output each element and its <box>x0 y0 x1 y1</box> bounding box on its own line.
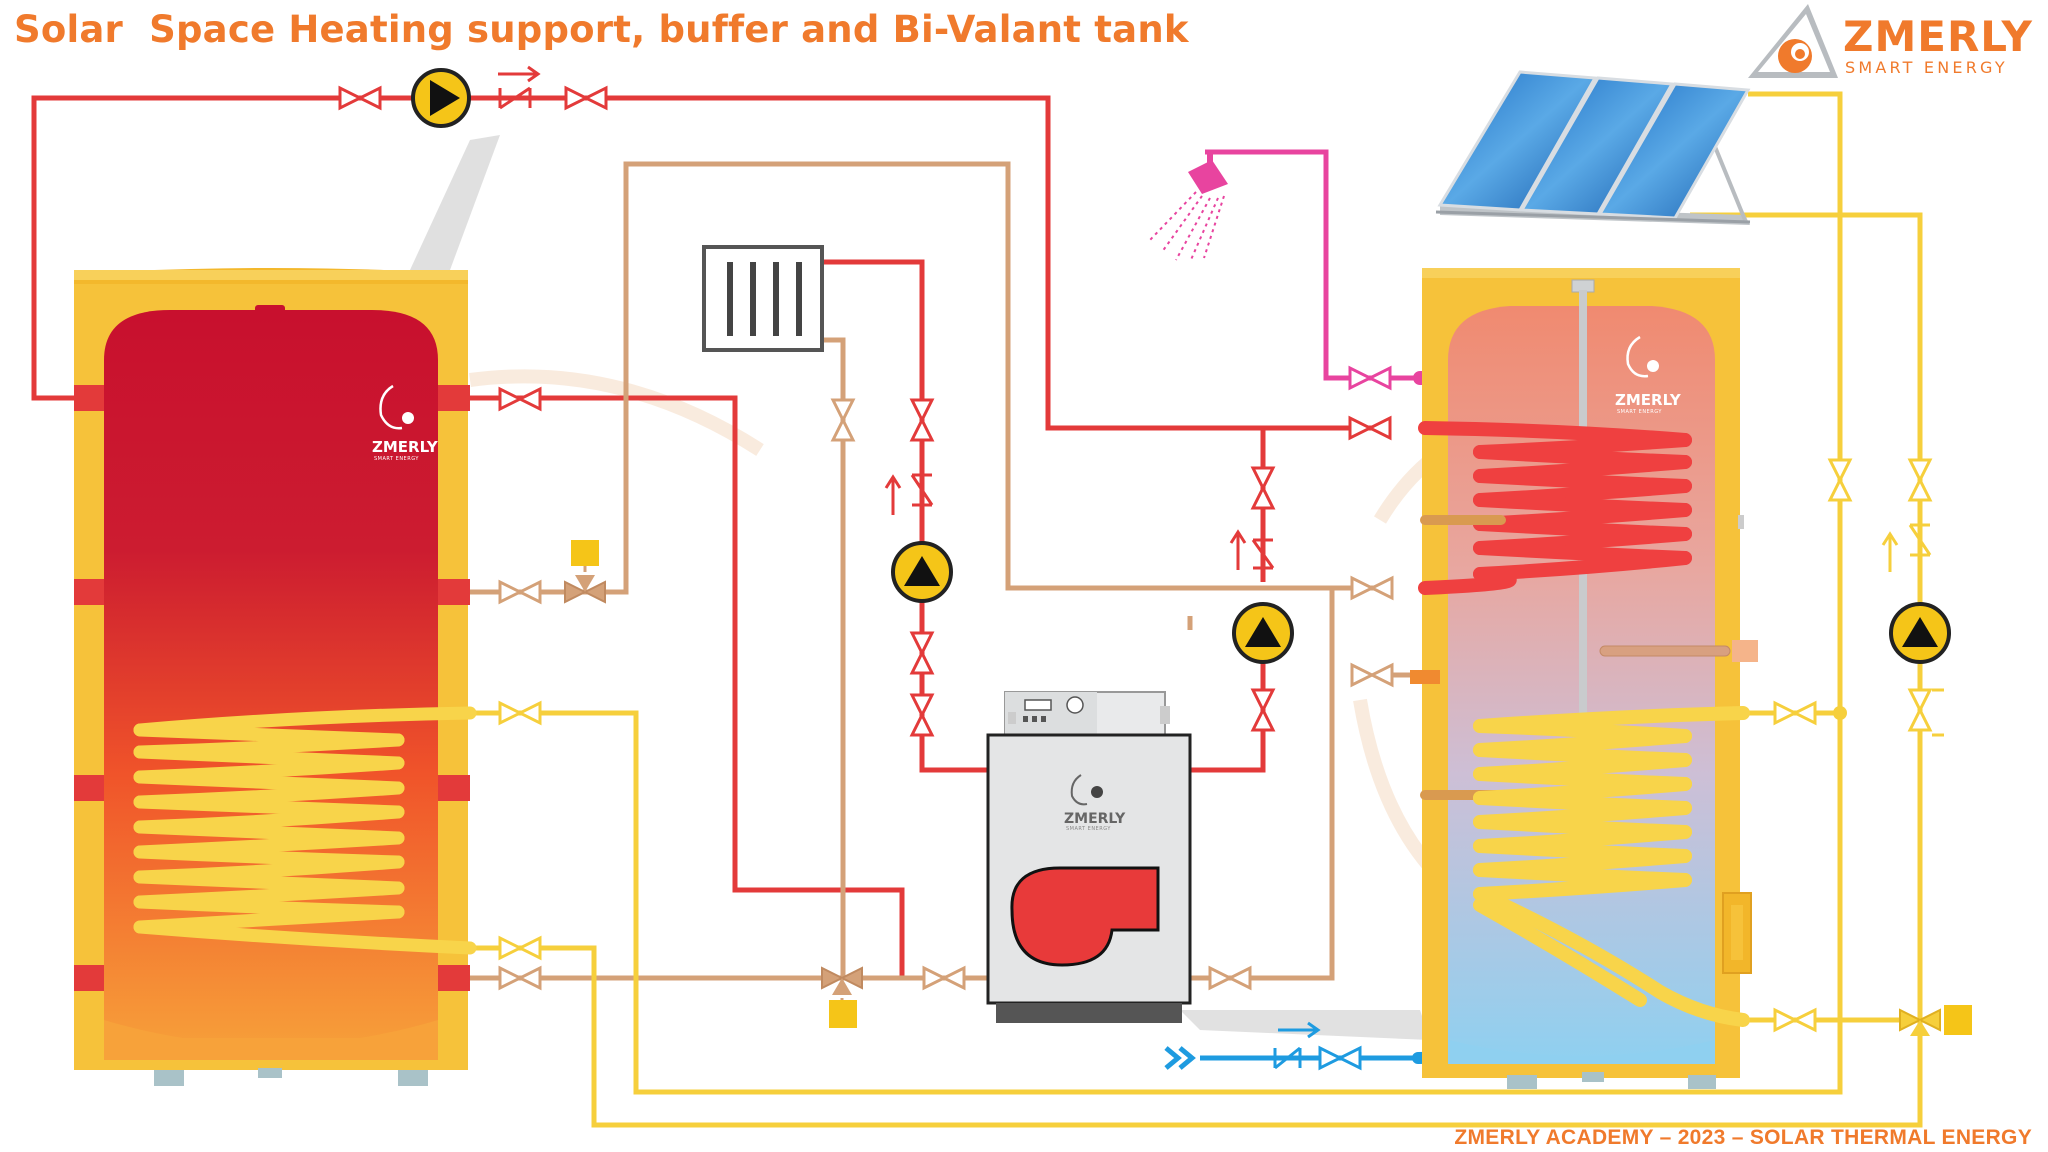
boiler-brand-name: ZMERLY <box>1064 811 1126 827</box>
bivalent-upper-coil <box>1418 421 1692 595</box>
solar-collector-array <box>1435 70 1751 225</box>
solar-check-valve <box>1908 523 1944 737</box>
shower-head <box>1149 150 1228 263</box>
boiler: ZMERLY SMART ENERGY <box>986 691 1192 1023</box>
buffer-tank-logo: ZMERLY SMART ENERGY <box>372 384 439 462</box>
radiator <box>702 245 824 352</box>
red-check-valves <box>498 86 1275 570</box>
cold-water-valves <box>1273 1045 1362 1071</box>
return-isolation-valves <box>498 398 1394 991</box>
red-isolation-valves <box>338 85 1392 737</box>
solar-junction <box>1833 706 1847 720</box>
logo-wordmark: ZMERLY <box>1843 12 2033 61</box>
shower-pipe <box>1205 149 1430 381</box>
shower-valves <box>1348 365 1392 391</box>
buffer-solar-coil <box>133 706 477 955</box>
solar-isolation-valves <box>498 458 1933 1033</box>
bivalent-tank-logo: ZMERLY SMART ENERGY <box>1615 335 1682 415</box>
logo-tagline: SMART ENERGY <box>1845 58 2008 77</box>
solar-diverter-valve <box>1899 1005 1972 1036</box>
footer-credit: ZMERLY ACADEMY – 2023 – SOLAR THERMAL EN… <box>1454 1126 2032 1149</box>
bivalent-brand-name: ZMERLY <box>1615 391 1682 409</box>
shadow <box>410 135 500 270</box>
bivalent-brand-tagline: SMART ENERGY <box>1617 409 1662 415</box>
mixing-valve-upper <box>564 540 606 604</box>
shadow <box>1180 1010 1430 1040</box>
cold-water-inlet-chevrons <box>1164 1046 1196 1070</box>
buffer-tank <box>74 268 470 1086</box>
buffer-brand-tagline: SMART ENERGY <box>374 456 419 462</box>
zmerly-logo-mark <box>1748 4 1838 78</box>
flow-arrows <box>498 65 1899 1039</box>
page-title: Solar Space Heating support, buffer and … <box>14 8 1189 51</box>
boiler-brand-tagline: SMART ENERGY <box>1066 826 1111 832</box>
mixing-valve-lower <box>821 966 863 1028</box>
bivalent-solar-coil <box>1473 706 1750 1027</box>
buffer-brand-name: ZMERLY <box>372 438 439 456</box>
pumps <box>411 68 1951 664</box>
